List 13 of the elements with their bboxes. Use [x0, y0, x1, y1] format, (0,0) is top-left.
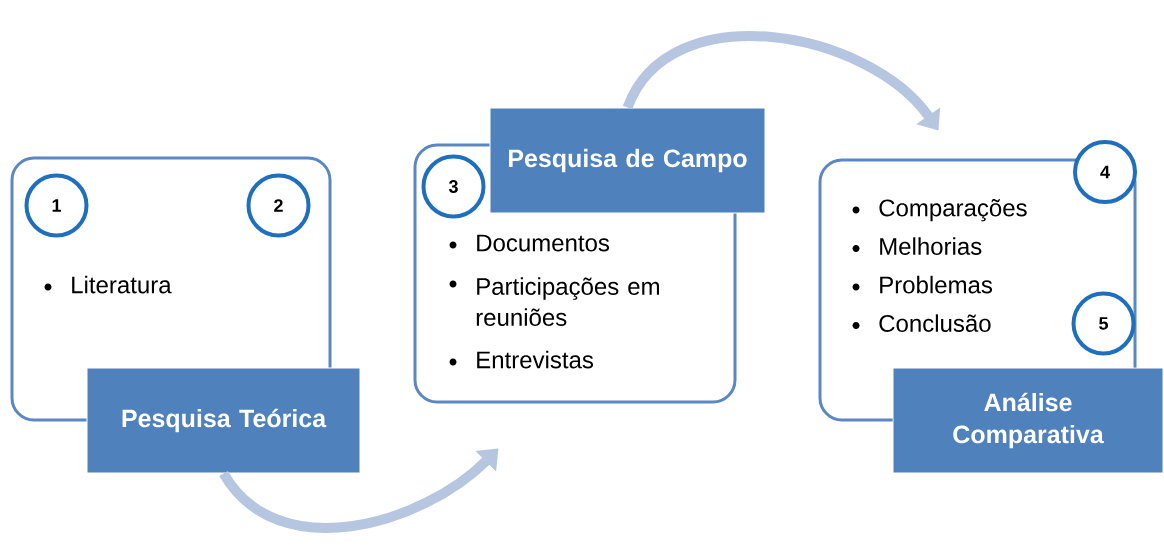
list-item: Melhorias [880, 237, 982, 255]
curved-arrow [219, 448, 499, 533]
list-item: Participações em reuniões [476, 277, 659, 326]
list-item: Conclusão [879, 314, 991, 332]
list-item: Literatura [72, 275, 172, 294]
title-box: Pesquisa Teórica [86, 367, 361, 474]
list-item: Comparações [879, 199, 1027, 222]
list-item: Entrevistas [477, 350, 594, 369]
list-item: Documentos [477, 234, 610, 252]
node-label: 4 [1100, 165, 1110, 179]
list-item: Problemas [880, 275, 993, 294]
title-box: Análise Comparativa [892, 367, 1164, 474]
title-box: Pesquisa de Campo [489, 107, 766, 214]
